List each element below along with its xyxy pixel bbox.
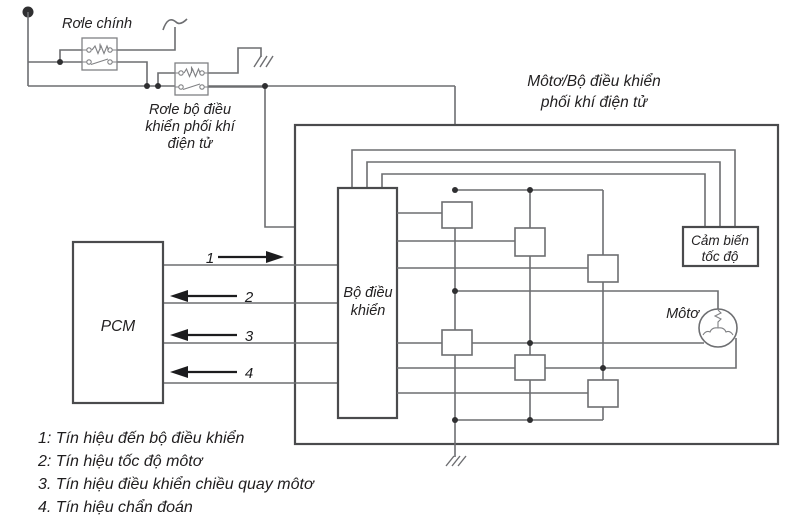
junction-dot bbox=[452, 288, 458, 294]
controller-label-line2: khiển bbox=[351, 303, 386, 319]
junction-dot bbox=[600, 365, 606, 371]
speed-sensor-box bbox=[681, 225, 760, 268]
junction-dot bbox=[527, 187, 533, 193]
controller-label-line1: Bộ điều bbox=[343, 285, 392, 301]
assembly-title-line1: Môtơ/Bộ điều khiển bbox=[527, 73, 660, 90]
relay-switch-terminal bbox=[107, 59, 113, 65]
supply-break-squiggle bbox=[162, 18, 188, 31]
wire bbox=[117, 61, 148, 86]
ground-symbol-top bbox=[253, 55, 274, 68]
signal-arrow-1: 1 bbox=[206, 250, 284, 267]
main-relay-label: Rơle chính bbox=[62, 16, 132, 32]
pcm-section: PCM 1 2 3 4 bbox=[71, 240, 338, 405]
speed-sensor: Cảm biến tốc độ bbox=[681, 225, 760, 268]
signal-arrow-2: 2 bbox=[170, 289, 254, 306]
driver-block bbox=[587, 254, 619, 283]
sensor-wire-2 bbox=[366, 161, 721, 227]
main-relay-symbol bbox=[81, 37, 118, 71]
relay-switch-terminal bbox=[178, 84, 184, 90]
junction-dot bbox=[144, 83, 150, 89]
signal-arrow-3: 3 bbox=[170, 328, 254, 345]
junction-dot bbox=[452, 417, 458, 423]
speed-sensor-label-line1: Cảm biến bbox=[691, 233, 749, 248]
controller-box bbox=[336, 186, 399, 420]
controller-section: Bộ điều khiển bbox=[336, 149, 736, 420]
relay-switch-blade bbox=[182, 83, 201, 91]
driver-block bbox=[514, 354, 546, 381]
wire bbox=[117, 27, 176, 51]
speed-sensor-label-line2: tốc độ bbox=[702, 249, 739, 264]
motor-circle bbox=[698, 308, 738, 348]
relay-coil-terminal bbox=[86, 47, 92, 53]
motor-phase-wire-top bbox=[455, 290, 719, 309]
motor-symbol: Môtơ bbox=[666, 306, 738, 348]
relay-coil-terminal bbox=[199, 70, 205, 76]
junction-dot bbox=[57, 59, 63, 65]
junction-dot bbox=[527, 417, 533, 423]
ground-symbol-bottom bbox=[445, 455, 467, 467]
assembly-title-line2: phối khí điện tử bbox=[540, 94, 649, 111]
relay-switch-blade bbox=[90, 58, 109, 66]
egr-relay-symbol bbox=[174, 62, 209, 96]
relay-coil-winding bbox=[91, 44, 110, 55]
wire bbox=[157, 72, 175, 86]
diagram-labels: Rơle chính Rơle bộ điều khiển phối khí đ… bbox=[62, 16, 661, 152]
signal-number-4: 4 bbox=[245, 365, 253, 382]
motor-winding bbox=[717, 327, 734, 336]
wire bbox=[59, 49, 82, 62]
sensor-wire-1 bbox=[351, 149, 736, 227]
sensor-wire-3 bbox=[381, 173, 706, 227]
driver-block bbox=[441, 329, 473, 356]
driver-block bbox=[514, 227, 546, 257]
pcm-label: PCM bbox=[101, 318, 136, 335]
signal-number-1: 1 bbox=[206, 250, 214, 267]
junction-dot bbox=[155, 83, 161, 89]
motor-winding bbox=[702, 327, 719, 336]
egr-relay-label-line1: Rơle bộ điều bbox=[149, 102, 231, 118]
signal-number-2: 2 bbox=[244, 289, 254, 306]
legend: 1: Tín hiệu đến bộ điều khiển 2: Tín hiệ… bbox=[37, 429, 315, 516]
motor-winding bbox=[713, 309, 722, 328]
signal-number-3: 3 bbox=[245, 328, 254, 345]
relay-switch-terminal bbox=[86, 59, 92, 65]
pcm-box bbox=[71, 240, 165, 405]
driver-block bbox=[441, 201, 473, 229]
signal-arrow-4: 4 bbox=[170, 365, 253, 382]
legend-item-2: 2: Tín hiệu tốc độ môtơ bbox=[37, 453, 204, 470]
relay-coil-terminal bbox=[107, 47, 113, 53]
relay-leads bbox=[175, 72, 208, 88]
main-relay-box bbox=[81, 37, 118, 71]
junction-dot bbox=[452, 187, 458, 193]
driver-block bbox=[587, 379, 619, 408]
relay-switch-terminal bbox=[199, 84, 205, 90]
junction-dot bbox=[262, 83, 268, 89]
motor-phase-wire-bottom bbox=[545, 338, 737, 369]
relay-coil-winding bbox=[183, 67, 201, 78]
driver-grid bbox=[397, 187, 737, 467]
relay-leads bbox=[82, 49, 117, 63]
relay-coil-terminal bbox=[178, 70, 184, 76]
wire-to-ground bbox=[208, 47, 262, 74]
egr-relay-label-line2: khiển phối khí bbox=[145, 119, 236, 135]
motor-label: Môtơ bbox=[666, 306, 700, 322]
legend-item-3: 3. Tín hiệu điều khiển chiều quay môtơ bbox=[38, 475, 315, 493]
legend-item-1: 1: Tín hiệu đến bộ điều khiển bbox=[38, 429, 244, 447]
legend-item-4: 4. Tín hiệu chẩn đoán bbox=[38, 498, 193, 516]
junction-dot bbox=[527, 340, 533, 346]
egr-relay-label-line3: điện tử bbox=[168, 136, 214, 152]
